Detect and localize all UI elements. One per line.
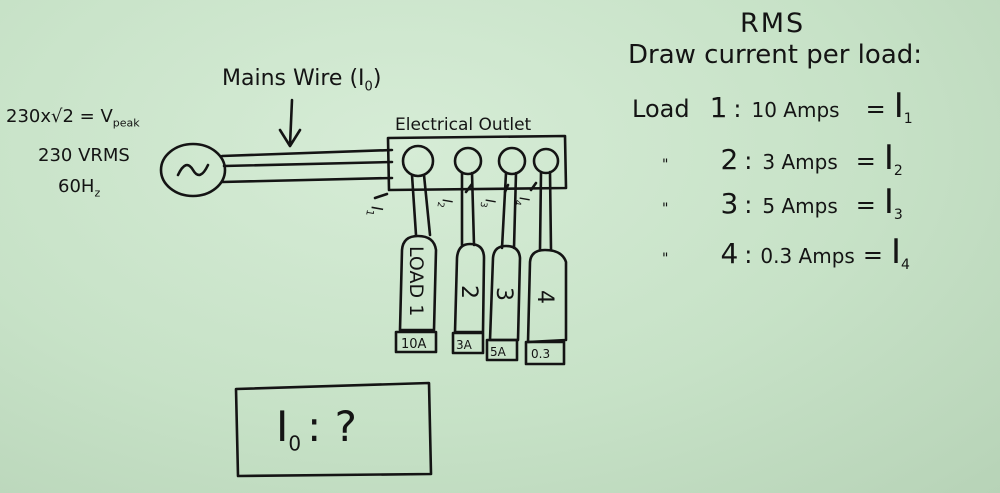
plug-name-3: 3	[491, 287, 516, 301]
plug-rating-2: 3A	[456, 338, 473, 352]
socket-3	[497, 146, 527, 176]
plug-current-3: I3	[477, 197, 497, 210]
plug-tag-4	[524, 340, 566, 366]
mains-arrow-head	[278, 128, 302, 148]
plug-current-1: I1	[363, 204, 387, 219]
cord-3	[500, 171, 518, 250]
plug-name-2: 2	[456, 285, 481, 299]
outlet-label: Electrical Outlet	[395, 115, 532, 135]
load-row-2: "2:3 Amps=I2	[662, 138, 903, 179]
electrical-outlet-box	[386, 134, 568, 192]
plug-rating-3: 5A	[490, 345, 507, 359]
mains-wire-label: Mains Wire (I0)	[222, 66, 382, 95]
mains-wire-middle	[222, 160, 394, 168]
cord-1	[410, 173, 432, 237]
peak-voltage-formula: 230x√2 = Vpeak	[6, 106, 140, 130]
plug-current-2: I2	[434, 197, 454, 210]
plug-rating-1: 10A	[401, 337, 427, 352]
plug-name-4: 4	[532, 290, 557, 304]
mains-arrow-shaft	[288, 98, 294, 147]
plug-body-2	[453, 242, 486, 334]
socket-1	[401, 144, 435, 178]
mains-wire-bottom	[220, 176, 394, 184]
total-current-question: I0: ?	[276, 402, 357, 456]
plug-rating-4: 0.3	[531, 347, 550, 361]
plug-body-1	[398, 234, 438, 332]
frequency-label: 60Hz	[58, 176, 101, 200]
socket-4	[532, 147, 560, 175]
load-row-4: "4:0.3 Amps=I4	[662, 232, 910, 273]
cord-4	[538, 170, 553, 252]
rms-subtitle: Draw current per load:	[628, 40, 923, 70]
plug-current-4: I4	[511, 195, 531, 208]
plug-tag-1	[394, 330, 438, 354]
rms-heading: RMS	[740, 8, 806, 39]
plug-current-labels: I1 I2 I3 I4	[363, 195, 532, 219]
plug-name-1: LOAD 1	[405, 246, 427, 316]
plug-body-4	[526, 248, 568, 344]
sine-wave-icon	[176, 163, 210, 177]
mains-wire-top	[220, 148, 394, 158]
plug-tag-3	[485, 338, 519, 362]
socket-2	[453, 146, 483, 176]
plug-tag-2	[451, 331, 485, 355]
ac-source-symbol	[159, 142, 227, 198]
current-tick-marks	[373, 181, 538, 200]
load-row-3: "3:5 Amps=I3	[662, 182, 903, 223]
rms-voltage-label: 230 VRMS	[38, 145, 130, 166]
plug-body-3	[488, 244, 522, 342]
question-box	[234, 381, 433, 478]
